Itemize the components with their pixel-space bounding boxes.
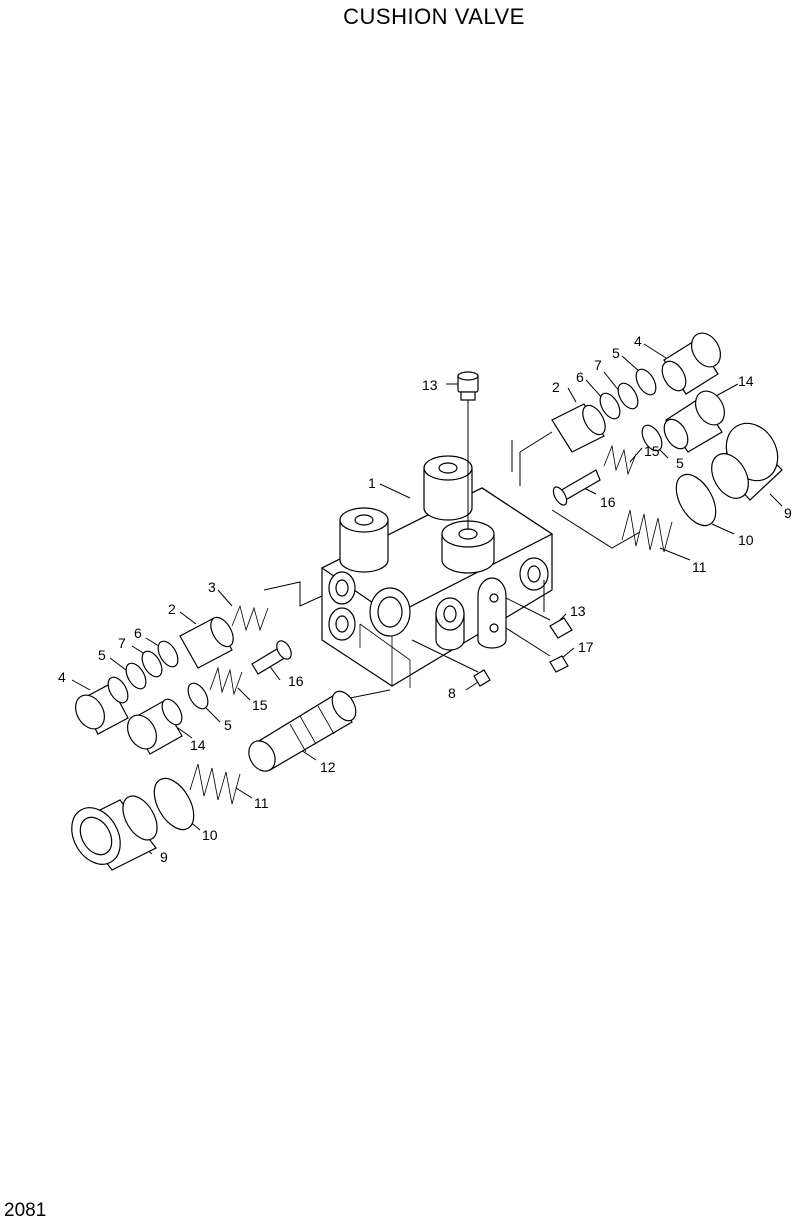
o-ring-10-top: [675, 473, 717, 527]
spring-11-top: [621, 509, 673, 553]
diagram-title: CUSHION VALVE: [343, 4, 525, 29]
callout-8: 8: [448, 685, 456, 701]
callout-14-top: 14: [738, 373, 754, 389]
callout-6-bottom: 6: [134, 625, 142, 641]
callout-labels: 13 2 6 7 5 4 14 5 15 16 9 10 11 1 3 2 7 …: [58, 333, 792, 865]
set-screw-8: [473, 669, 491, 687]
callout-5-right: 5: [676, 455, 684, 471]
callout-15-top: 15: [644, 443, 660, 459]
callout-2-bottom: 2: [168, 601, 176, 617]
plug-14-bottom: [126, 698, 183, 755]
spring-11-bottom: [189, 763, 241, 805]
o-ring-10-bottom: [153, 777, 195, 831]
o-rings-bottom: [125, 640, 209, 710]
callout-9-bottom: 9: [160, 849, 168, 865]
plug-4-top: [661, 332, 722, 395]
cap-9-bottom: [71, 795, 158, 871]
callout-3: 3: [208, 579, 216, 595]
callout-13-top: 13: [422, 377, 438, 393]
callout-5-top: 5: [612, 345, 620, 361]
spring-15-top: [603, 444, 637, 476]
callout-15-bottom: 15: [252, 697, 268, 713]
page-number: 2081: [4, 1200, 47, 1221]
spool-12: [248, 690, 357, 772]
callout-13-side: 13: [570, 603, 586, 619]
callout-5-left: 5: [98, 647, 106, 663]
o-rings-top: [599, 368, 663, 452]
callout-5-bottom: 5: [224, 717, 232, 733]
callout-7-top: 7: [594, 357, 602, 373]
callout-7-bottom: 7: [118, 635, 126, 651]
callout-14-bottom: 14: [190, 737, 206, 753]
valve-body: [320, 455, 554, 688]
callout-16-bottom: 16: [288, 673, 304, 689]
plug-14-top: [663, 390, 726, 453]
callout-10-bottom: 10: [202, 827, 218, 843]
cap-9-top: [711, 422, 783, 501]
callout-11-bottom: 11: [254, 795, 269, 811]
plug-4-bottom: [74, 676, 129, 735]
callout-2-top: 2: [552, 379, 560, 395]
callout-1: 1: [368, 475, 376, 491]
poppet-2-bottom: [179, 616, 234, 669]
piston-16-bottom: [251, 640, 292, 675]
callout-16-top: 16: [600, 494, 616, 510]
spring-3: [231, 604, 269, 632]
callout-6-top: 6: [576, 369, 584, 385]
callout-17: 17: [578, 639, 594, 655]
callout-4-bottom: 4: [58, 669, 66, 685]
callout-11-top: 11: [692, 559, 707, 575]
callout-10-top: 10: [738, 532, 754, 548]
piston-16-top: [552, 469, 601, 506]
callout-4-top: 4: [634, 333, 642, 349]
callout-12: 12: [320, 759, 336, 775]
callout-9-top: 9: [784, 505, 792, 521]
plugs-13-17-side: [549, 617, 573, 673]
plug-13-top: [457, 371, 479, 401]
spring-15-bottom: [209, 666, 243, 696]
poppet-2-top: [551, 403, 606, 453]
